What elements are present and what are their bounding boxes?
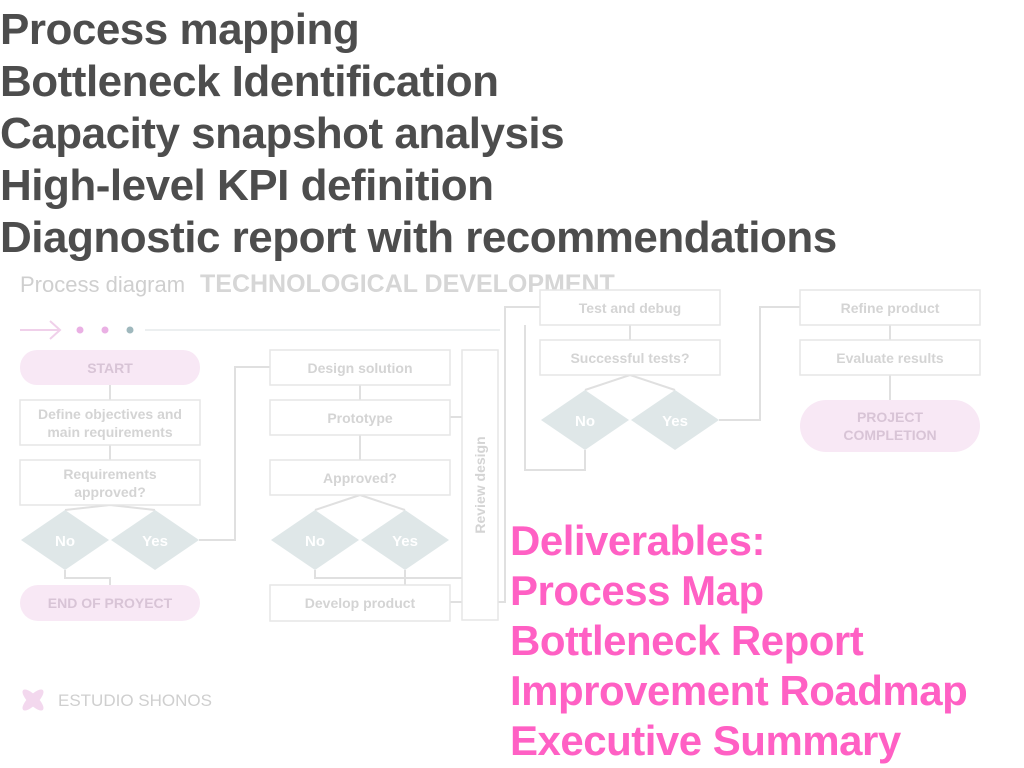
- yes-decision: [111, 510, 199, 570]
- develop-product-label: Develop product: [305, 595, 416, 611]
- service-item: High-level KPI definition: [0, 161, 494, 210]
- approved-node: [269, 459, 451, 496]
- refine-product-node: [799, 289, 981, 326]
- design-solution-node: [269, 349, 451, 386]
- arrow-icon: [20, 320, 62, 340]
- yes-decision: [361, 510, 449, 570]
- develop-product-node: [269, 584, 451, 622]
- yes-label: Yes: [142, 533, 168, 550]
- prototype-node: [269, 399, 451, 436]
- deliverable-item: Improvement Roadmap: [510, 667, 968, 714]
- project-completion-node: [800, 400, 980, 452]
- prototype-label: Prototype: [327, 410, 393, 426]
- deliverable-item: Bottleneck Report: [510, 617, 864, 664]
- no-label: No: [55, 533, 75, 550]
- dot: [126, 326, 134, 334]
- dot: [76, 326, 84, 334]
- brand-name: ESTUDIO SHONOS: [58, 691, 212, 710]
- yes-label: Yes: [662, 413, 688, 430]
- no-label: No: [305, 533, 325, 550]
- test-debug-node: [539, 289, 721, 326]
- refine-product-label: Refine product: [841, 300, 940, 316]
- completion-label-2: COMPLETION: [843, 427, 936, 443]
- service-item: Bottleneck Identification: [0, 57, 499, 106]
- successful-tests-label: Successful tests?: [570, 350, 689, 366]
- dot: [101, 326, 109, 334]
- review-design-label: Review design: [472, 436, 488, 533]
- diagram-subtitle: Process diagram: [20, 272, 185, 297]
- start-node: [20, 350, 200, 385]
- define-label-1: Define objectives and: [38, 406, 182, 422]
- approved-label: Approved?: [323, 470, 397, 486]
- start-label: START: [87, 360, 133, 376]
- brand-logo-icon: [22, 689, 44, 711]
- deliverable-item: Process Map: [510, 567, 764, 614]
- deliverables-heading: Deliverables:: [510, 517, 765, 564]
- successful-tests-node: [539, 339, 721, 376]
- service-item: Process mapping: [0, 5, 360, 54]
- deliverable-item: Executive Summary: [510, 717, 901, 764]
- service-item: Capacity snapshot analysis: [0, 109, 565, 158]
- end-label: END OF PROYECT: [48, 595, 173, 611]
- requirements-label-1: Requirements: [63, 466, 157, 482]
- yes-label: Yes: [392, 533, 418, 550]
- requirements-label-2: approved?: [74, 484, 146, 500]
- requirements-node: [19, 459, 201, 506]
- design-solution-label: Design solution: [308, 360, 413, 376]
- no-decision: [541, 390, 629, 450]
- end-node: [20, 585, 200, 621]
- define-objectives-node: [19, 399, 201, 446]
- review-design-node: [461, 349, 499, 621]
- no-decision: [21, 510, 109, 570]
- test-debug-label: Test and debug: [579, 300, 681, 316]
- evaluate-results-label: Evaluate results: [836, 350, 944, 366]
- yes-decision: [631, 390, 719, 450]
- evaluate-results-node: [799, 339, 981, 376]
- no-label: No: [575, 413, 595, 430]
- define-label-2: main requirements: [47, 424, 172, 440]
- completion-label-1: PROJECT: [857, 409, 924, 425]
- service-item: Diagnostic report with recommendations: [0, 213, 837, 262]
- no-decision: [271, 510, 359, 570]
